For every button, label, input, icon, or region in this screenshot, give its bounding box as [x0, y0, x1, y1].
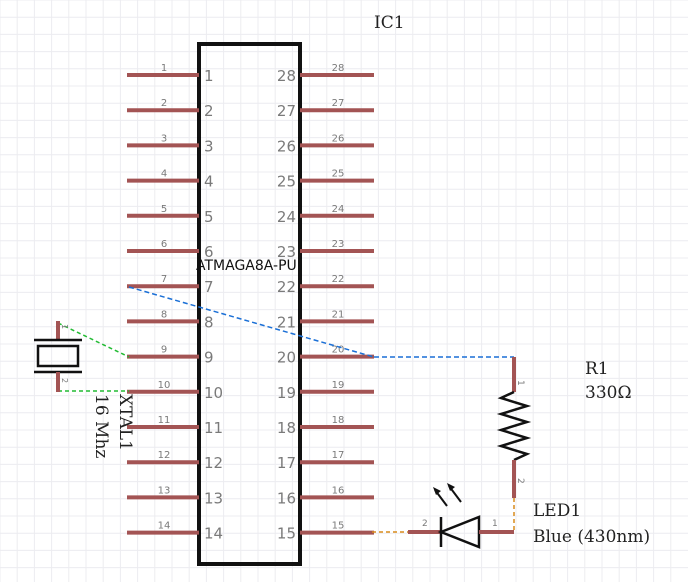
ic1-pin-21-number: 21	[277, 313, 296, 331]
ic1-pin-5-small-number: 5	[161, 204, 167, 215]
ic1-pin-14-small-number: 14	[158, 521, 171, 532]
ic1-pin-23-number: 23	[277, 243, 296, 261]
ic1-pin-6-number: 6	[204, 243, 214, 261]
ic1-pin-11-small-number: 11	[158, 415, 171, 426]
ic1-pin-27-small-number: 27	[332, 98, 345, 109]
r1-ref-label: R1	[585, 359, 609, 379]
ic1-pin-10-number: 10	[204, 384, 223, 402]
xtal1-value-label: 16 Mhz	[91, 394, 111, 458]
led1-pin2-number: 2	[422, 519, 428, 529]
ic1-body[interactable]	[197, 42, 302, 566]
ic1-pin-8-number: 8	[204, 313, 214, 331]
r1-pin1-number: 1	[515, 380, 525, 386]
ic1-pin-4-number: 4	[204, 173, 214, 191]
ic1-pin-24-small-number: 24	[332, 204, 345, 215]
ic1-pin-21-small-number: 21	[332, 309, 345, 320]
ic1-pin-18-small-number: 18	[332, 415, 345, 426]
ic1-pin-19-small-number: 19	[332, 380, 345, 391]
ic1-pin-12-number: 12	[204, 454, 223, 472]
led1-value-label: Blue (430nm)	[533, 527, 650, 547]
xtal1-symbol[interactable]: 1 2 XTAL1 16 Mhz	[34, 321, 135, 458]
led1-emission-arrows-icon	[433, 483, 462, 507]
ic1-pin-19-number: 19	[277, 384, 296, 402]
ic1-pin-9-small-number: 9	[161, 345, 167, 356]
ic1-pin-13-small-number: 13	[158, 485, 171, 496]
ic1-pin-6-small-number: 6	[161, 239, 167, 250]
ic1-pin-2-number: 2	[204, 102, 214, 120]
ic1-pin-28-number: 28	[277, 67, 296, 85]
ic1-pin-1-small-number: 1	[161, 63, 167, 74]
ic1-pin-22-small-number: 22	[332, 274, 345, 285]
ic1-pin-26-number: 26	[277, 137, 296, 155]
ic1-right-pins: 28 28 27 27 26 26 25 25 24 24 23 23 22 22 21 21 20 20 19 19…	[277, 63, 374, 543]
ic1-pin-9-number: 9	[204, 349, 214, 367]
ic1-pin-17-small-number: 17	[332, 450, 345, 461]
xtal1-pin2-number: 2	[60, 378, 69, 383]
ic1-ref-label: IC1	[374, 13, 405, 33]
ic1-pin-12-small-number: 12	[158, 450, 171, 461]
led1-symbol[interactable]: 2 1 LED1 Blue (430nm)	[408, 483, 650, 549]
ic1-pin-26-small-number: 26	[332, 133, 345, 144]
xtal1-ref-label: XTAL1	[115, 394, 135, 451]
r1-symbol[interactable]: 1 2 R1 330Ω	[496, 357, 632, 498]
ic1-pin-27-number: 27	[277, 102, 296, 120]
ic1-pin-11-number: 11	[204, 419, 223, 437]
led1-ref-label: LED1	[533, 501, 581, 521]
ic1-pin-28-small-number: 28	[332, 63, 345, 74]
nets	[57, 286, 515, 533]
ic1-pin-16-small-number: 16	[332, 485, 345, 496]
ic1-pin-17-number: 17	[277, 454, 296, 472]
ic1-pin-18-number: 18	[277, 419, 296, 437]
r1-value-label: 330Ω	[585, 383, 632, 403]
ic1-pin-4-small-number: 4	[161, 169, 167, 180]
ic1-pin-13-number: 13	[204, 489, 223, 507]
ic1-pin-23-small-number: 23	[332, 239, 345, 250]
ic1-pin-25-number: 25	[277, 173, 296, 191]
xtal1-pin1-number: 1	[60, 324, 69, 329]
led1-pin1-number: 1	[492, 519, 498, 529]
ic1-pin-20-small-number: 20	[332, 345, 345, 356]
net-xtal1-pin1-to-pin9[interactable]	[57, 322, 130, 358]
ic1-pin-24-number: 24	[277, 208, 296, 226]
ic1-pin-5-number: 5	[204, 208, 214, 226]
ic1-pin-7-number: 7	[204, 278, 214, 296]
r1-body[interactable]	[496, 390, 532, 462]
ic1-pin-2-small-number: 2	[161, 98, 167, 109]
ic1-pin-10-small-number: 10	[158, 380, 171, 391]
ic1-pin-15-small-number: 15	[332, 521, 345, 532]
ic1-pin-22-number: 22	[277, 278, 296, 296]
ic1-pin-7-small-number: 7	[161, 274, 167, 285]
ic1-pin-25-small-number: 25	[332, 169, 345, 180]
r1-pin2-number: 2	[515, 478, 525, 484]
ic1-pin-3-number: 3	[204, 137, 214, 155]
ic1-part-label: ATMAGA8A-PU	[196, 258, 297, 274]
ic1-pin-15-number: 15	[277, 525, 296, 543]
ic1-pin-3-small-number: 3	[161, 133, 167, 144]
ic1-pin-14-number: 14	[204, 525, 223, 543]
ic1-pin-20-number: 20	[277, 349, 296, 367]
ic1-pin-8-small-number: 8	[161, 309, 167, 320]
ic1-pin-1-number: 1	[204, 67, 214, 85]
ic1-pin-16-number: 16	[277, 489, 296, 507]
net-pin7-to-pin20[interactable]	[128, 286, 375, 358]
xtal1-body	[36, 344, 80, 368]
